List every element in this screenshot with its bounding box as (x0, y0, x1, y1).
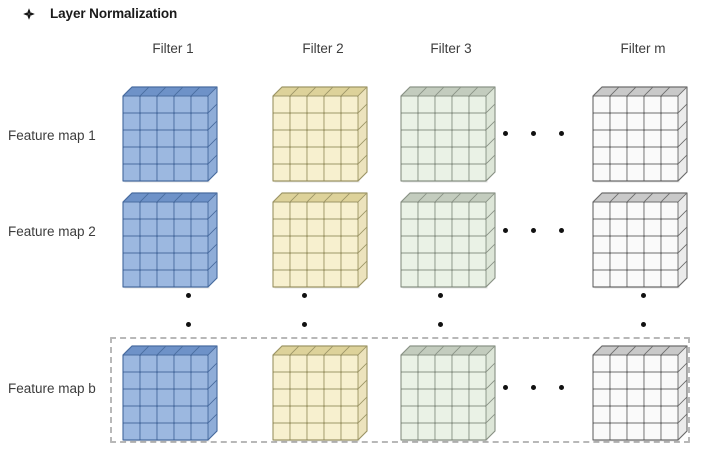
cube-block-feature-map-1-filter-3 (400, 86, 496, 183)
cube-block-feature-map-1-filter-1 (122, 86, 218, 183)
page-title: Layer Normalization (50, 6, 178, 21)
column-header-filter-3: Filter 3 (430, 41, 472, 56)
ellipsis-dot (503, 228, 508, 233)
column-header-filter-2: Filter 2 (302, 41, 344, 56)
ellipsis-dot (302, 293, 307, 298)
layer-norm-highlight-box (110, 337, 690, 443)
row-label-feature-map-b: Feature map b (8, 381, 96, 396)
ellipsis-dot (559, 228, 564, 233)
cube-block-feature-map-2-filter-1 (122, 192, 218, 289)
diamond-bullet-icon (22, 7, 36, 21)
ellipsis-col-3-ellipsis (438, 293, 443, 327)
cube-block-feature-map-b-filter-m (592, 345, 688, 442)
ellipsis-row-b-ellipsis (503, 385, 564, 390)
ellipsis-col-1-ellipsis (186, 293, 191, 327)
column-header-filter-1: Filter 1 (152, 41, 194, 56)
ellipsis-dot (186, 293, 191, 298)
ellipsis-dot (186, 322, 191, 327)
ellipsis-dot (503, 131, 508, 136)
cube-block-feature-map-2-filter-m (592, 192, 688, 289)
cube-block-feature-map-1-filter-2 (272, 86, 368, 183)
ellipsis-col-2-ellipsis (302, 293, 307, 327)
cube-block-feature-map-b-filter-2 (272, 345, 368, 442)
row-label-feature-map-1: Feature map 1 (8, 128, 96, 143)
ellipsis-dot (531, 131, 536, 136)
ellipsis-dot (438, 322, 443, 327)
ellipsis-col-m-ellipsis (641, 293, 646, 327)
ellipsis-dot (559, 131, 564, 136)
cube-block-feature-map-1-filter-m (592, 86, 688, 183)
ellipsis-dot (302, 322, 307, 327)
ellipsis-dot (641, 322, 646, 327)
cube-block-feature-map-b-filter-3 (400, 345, 496, 442)
ellipsis-dot (531, 228, 536, 233)
cube-block-feature-map-2-filter-3 (400, 192, 496, 289)
slide-title-row: Layer Normalization (22, 6, 177, 21)
ellipsis-dot (641, 293, 646, 298)
ellipsis-row-2-ellipsis (503, 228, 564, 233)
column-header-filter-m: Filter m (620, 41, 666, 56)
ellipsis-dot (438, 293, 443, 298)
ellipsis-row-1-ellipsis (503, 131, 564, 136)
ellipsis-dot (503, 385, 508, 390)
cube-block-feature-map-b-filter-1 (122, 345, 218, 442)
cube-block-feature-map-2-filter-2 (272, 192, 368, 289)
ellipsis-dot (531, 385, 536, 390)
row-label-feature-map-2: Feature map 2 (8, 224, 96, 239)
ellipsis-dot (559, 385, 564, 390)
